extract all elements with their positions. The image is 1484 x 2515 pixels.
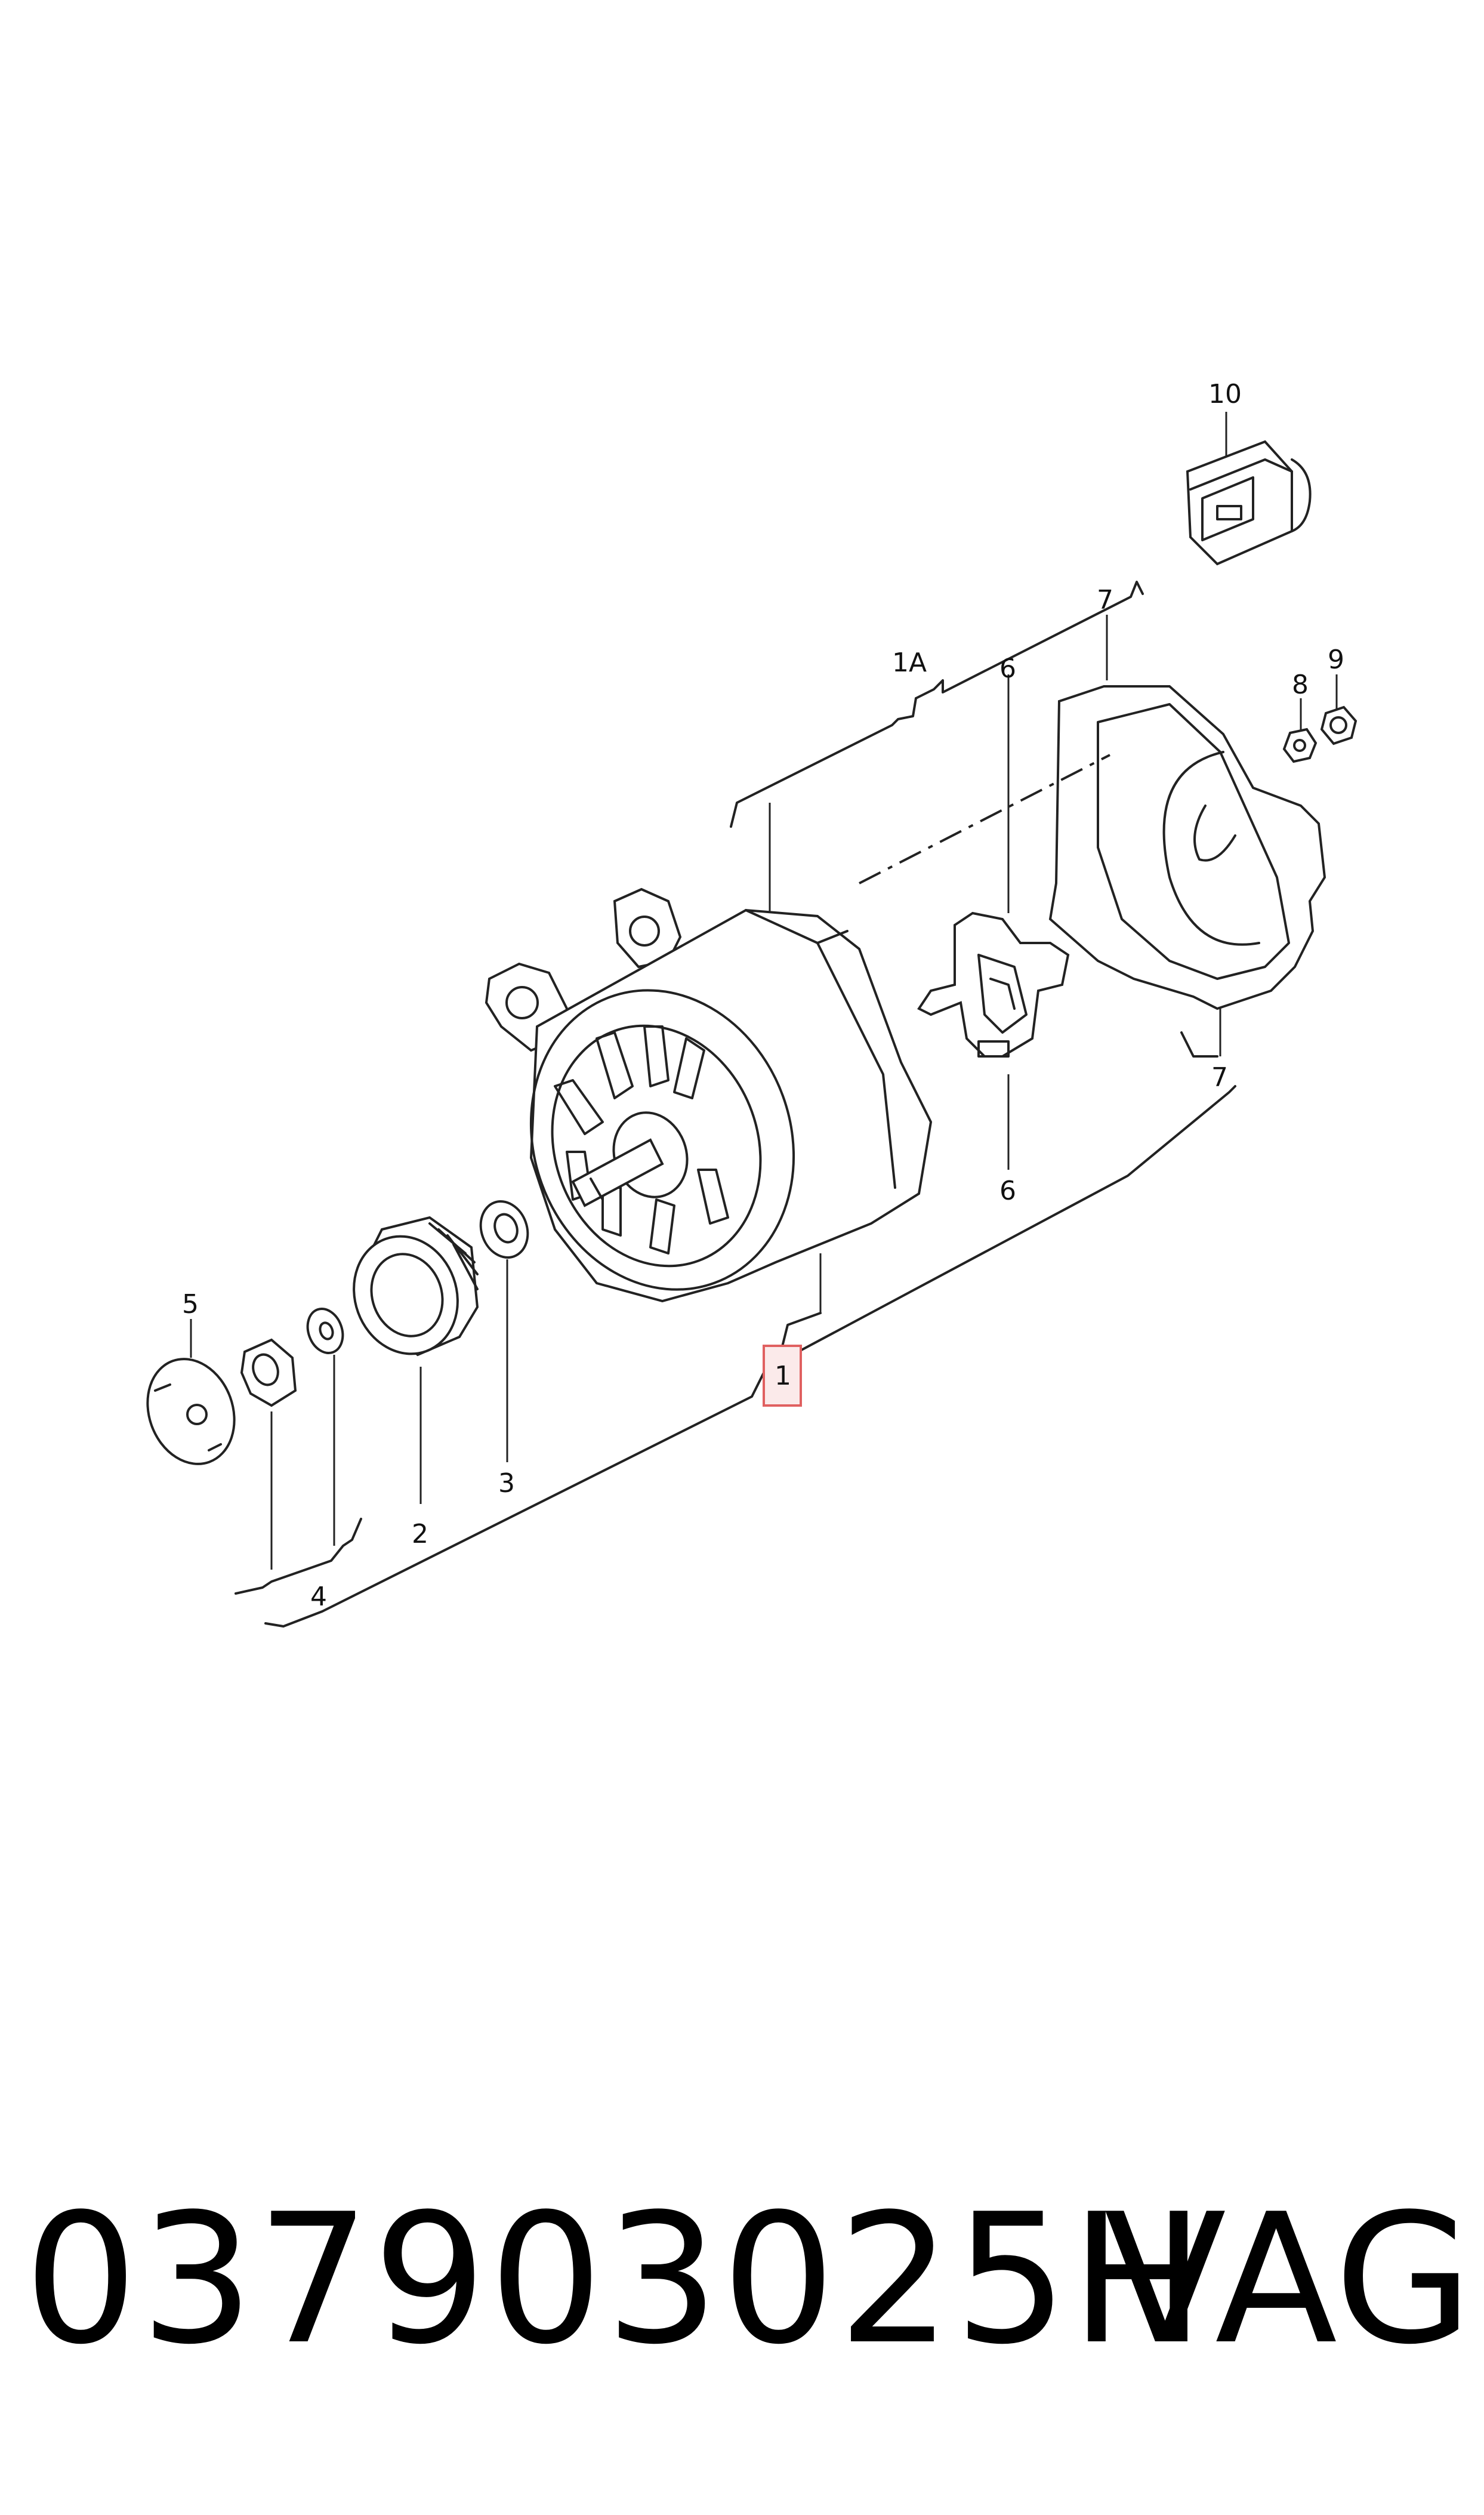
part-labels: 10 7 1A 6 8 9 7 6 1 5 3 2 4 xyxy=(182,379,1344,1612)
part-label-1a: 1A xyxy=(892,648,927,678)
regulator-part xyxy=(917,674,1070,1170)
bracket-1a xyxy=(730,581,1144,931)
part-label-8: 8 xyxy=(1292,670,1309,700)
nut-8-part xyxy=(1282,698,1318,763)
part-number: 037903025H xyxy=(24,2175,1208,2384)
bracket-4 xyxy=(235,1518,362,1595)
bracket-1 xyxy=(264,1085,1236,1628)
part-label-10: 10 xyxy=(1208,379,1242,409)
part-1-highlight-box xyxy=(763,1345,802,1407)
part-label-1: 1 xyxy=(775,1361,791,1391)
pulley-part xyxy=(353,1216,479,1504)
nut-9-part xyxy=(1320,674,1357,745)
part-label-5: 5 xyxy=(182,1289,199,1320)
spacer-part xyxy=(479,1200,529,1462)
washer-part xyxy=(306,1308,344,1546)
part-label-7-top: 7 xyxy=(1097,585,1113,615)
housing-vents xyxy=(554,1025,729,1255)
part-label-4: 4 xyxy=(310,1582,327,1612)
part-label-7-bottom: 7 xyxy=(1211,1062,1228,1093)
rear-cover-part xyxy=(1048,615,1326,1058)
alternator-housing-part xyxy=(485,754,1110,1350)
part-label-6-top: 6 xyxy=(999,654,1016,684)
part-label-2: 2 xyxy=(412,1519,428,1549)
footer-caption: 037903025H VAG xyxy=(0,2184,1484,2375)
part-label-9: 9 xyxy=(1328,645,1344,675)
cap-part xyxy=(146,1319,236,1465)
part-label-3: 3 xyxy=(498,1468,515,1499)
brand-name: VAG xyxy=(1104,2175,1473,2384)
nut-part xyxy=(240,1338,297,1570)
part-label-6-bottom: 6 xyxy=(999,1176,1016,1206)
connector-part xyxy=(1186,412,1312,566)
